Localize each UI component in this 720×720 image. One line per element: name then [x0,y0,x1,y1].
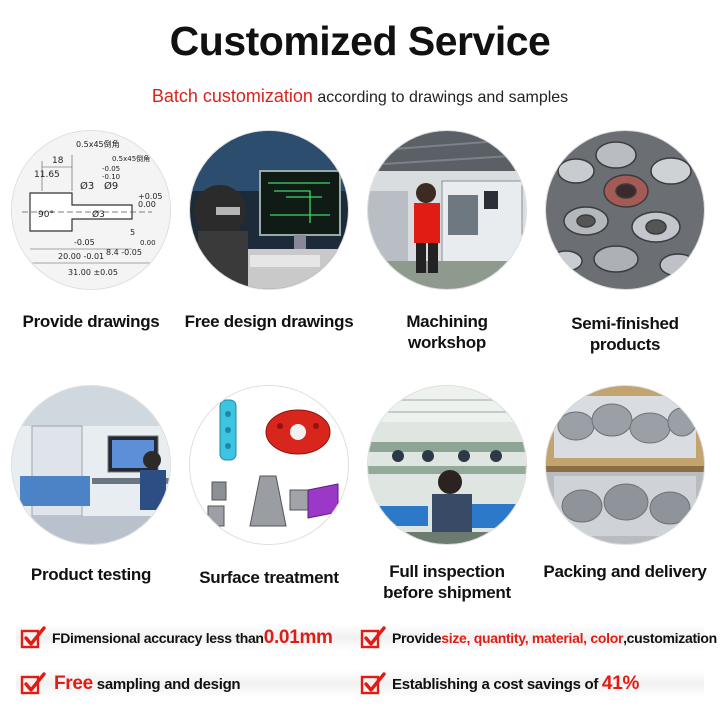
feature-text: Establishing a cost savings of [392,675,602,693]
photo-surface-treatment [190,386,348,544]
feature-band-top [16,624,704,652]
dim-label: 90° [38,210,54,220]
dim-label: 18 [52,156,64,166]
dim-label: 20.00 -0.01 [58,252,104,261]
feature-free-sampling: Free sampling and design [20,670,241,698]
dim-label: 11.65 [34,170,60,180]
technical-drawing-illustration: 0.5x45倒角 18 11.65 Ø3 -0.05 -0.10 Ø9 0.5x… [12,131,170,289]
photo-provide-drawings: 0.5x45倒角 18 11.65 Ø3 -0.05 -0.10 Ø9 0.5x… [12,131,170,289]
feature-cost-savings: Establishing a cost savings of 41% [360,670,639,698]
feature-dimensional-accuracy: FDimensional accuracy less than 0.01mm [20,624,333,652]
dim-label: -0.05 [102,165,120,173]
dim-label: -0.10 [102,173,120,181]
dim-label: 8.4 -0.05 [106,248,142,257]
feature-text: ,customization [623,630,717,646]
dim-label: Ø9 [104,180,118,192]
caption-packing-delivery: Packing and delivery [543,562,707,581]
dim-label: -0.05 [74,238,95,247]
testing-lab-illustration [12,386,170,544]
feature-text: sampling and design [92,675,241,693]
caption-provide-drawings: Provide drawings [22,312,160,331]
check-icon [360,672,386,695]
caption-full-inspection: Full inspection before shipment [383,562,511,602]
workshop-illustration [368,131,526,289]
packaged-parts-illustration [546,386,704,544]
photo-product-testing [12,386,170,544]
dim-label: 0.00 [138,200,156,209]
inspection-line-illustration [368,386,526,544]
feature-text: FDimensional accuracy less than [52,630,264,646]
check-icon [20,672,46,695]
dim-label: 0.5x45倒角 [76,139,120,149]
dim-label: +0.05 [138,192,163,201]
caption-surface-treatment: Surface treatment [199,568,339,587]
anodized-parts-illustration [190,386,348,544]
feature-text: Provide [392,630,442,646]
subtitle-highlight: Batch customization [151,86,313,106]
page-subtitle: Batch customization according to drawing… [0,86,720,107]
check-icon [360,626,386,649]
caption-product-testing: Product testing [30,565,152,584]
feature-highlight: Free [54,673,93,694]
photo-machining-workshop [368,131,526,289]
feature-highlight: 0.01mm [263,627,333,648]
photo-semi-finished-products [546,131,704,289]
metal-parts-illustration [546,131,704,289]
design-computer-illustration [190,131,348,289]
page-title: Customized Service [169,18,551,64]
caption-machining-workshop: Machining workshop [406,312,488,352]
dim-label: Ø3 [92,209,105,220]
photo-full-inspection [368,386,526,544]
feature-highlight: 41% [601,673,640,694]
photo-free-design-drawings [190,131,348,289]
dim-label: Ø3 [80,180,94,192]
subtitle-rest: according to drawings and samples [317,89,569,106]
feature-provide-specs: Provide size, quantity, material, color … [360,624,717,652]
photo-packing-delivery [546,386,704,544]
caption-free-design-drawings: Free design drawings [184,312,354,331]
dim-label: 0.5x45倒角 [112,154,150,163]
caption-semi-finished-products: Semi-finished products [571,314,679,354]
check-icon [20,626,46,649]
feature-band-bottom [16,670,704,698]
dim-label: 31.00 ±0.05 [68,268,118,277]
dim-label: 5 [130,228,135,237]
feature-highlight: size, quantity, material, color [441,630,624,646]
dim-label: 0.00 [140,239,156,247]
